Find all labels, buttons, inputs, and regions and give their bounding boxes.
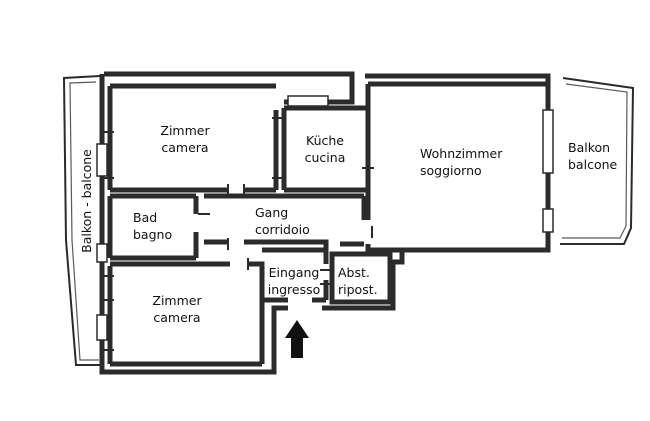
arrow-up-icon <box>285 320 309 358</box>
room-name-it: bagno <box>133 227 173 242</box>
room-label-bathroom: Bad bagno <box>133 209 183 243</box>
room-label-balcony-left: Balkon - balcone <box>79 149 94 253</box>
room-name-de: Zimmer <box>152 293 202 308</box>
balcony-right-outline <box>560 77 635 245</box>
room-label-hallway: Gang corridoio <box>255 204 331 238</box>
room-label-living: Wohnzimmer soggiorno <box>420 145 510 179</box>
room-name-it: balcone <box>568 157 618 172</box>
room-name-de: Bad <box>133 210 158 225</box>
room-name-it: ripost. <box>338 282 378 297</box>
room-name-it: cucina <box>304 150 346 165</box>
exterior-walls <box>99 71 551 375</box>
room-name-de: Balkon <box>568 140 611 155</box>
room-name-it: corridoio <box>255 222 310 237</box>
wall-ticks <box>104 117 374 351</box>
room-label-storage: Abst. ripost. <box>338 264 390 298</box>
room-name-de: Zimmer <box>160 123 210 138</box>
interior-walls <box>107 81 548 367</box>
room-name-de: Abst. <box>338 265 370 280</box>
room-label-bedroom-top: Zimmer camera <box>150 122 220 156</box>
room-label-bedroom-bottom: Zimmer camera <box>142 292 212 326</box>
room-name-it: soggiorno <box>420 163 482 178</box>
room-name-it: camera <box>153 310 201 325</box>
room-label-balcony-right: Balkon balcone <box>568 139 624 173</box>
room-name-de: Gang <box>255 205 289 220</box>
room-label-kitchen: Küche cucina <box>295 132 355 166</box>
balcony-left-outline <box>62 75 101 366</box>
room-name-de: Küche <box>306 133 344 148</box>
room-name-de: Wohnzimmer <box>420 146 503 161</box>
room-name-it: camera <box>161 140 209 155</box>
windows <box>96 95 554 341</box>
room-name-it: ingresso <box>267 282 321 297</box>
room-label-entrance: Eingang ingresso <box>264 264 324 298</box>
room-name-de: Eingang <box>268 265 320 280</box>
